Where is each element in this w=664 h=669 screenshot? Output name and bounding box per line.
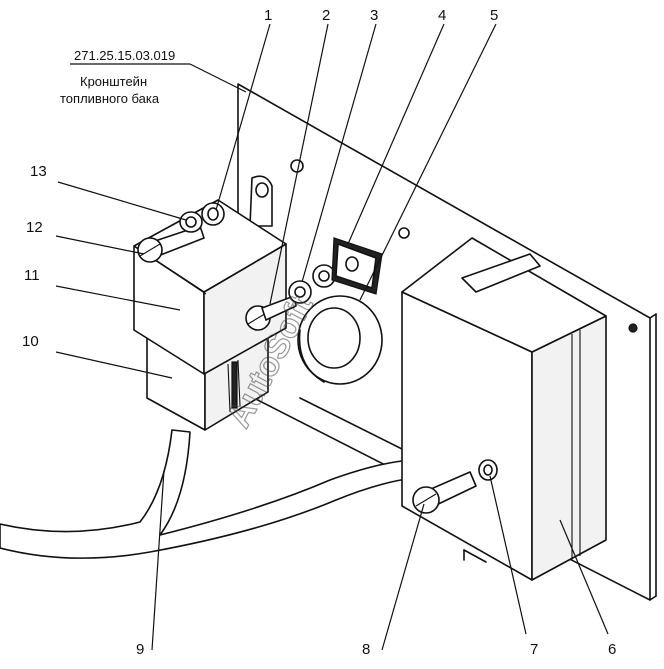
callout-2: 2 bbox=[322, 7, 330, 24]
relay-body bbox=[133, 199, 287, 431]
cable bbox=[0, 397, 415, 559]
callout-8: 8 bbox=[362, 641, 370, 658]
screw-and-washers-top bbox=[137, 202, 225, 263]
callout-13: 13 bbox=[30, 163, 47, 180]
relay-side-screw bbox=[245, 295, 297, 331]
callout-12: 12 bbox=[26, 219, 43, 236]
callout-11: 11 bbox=[24, 267, 40, 284]
part-number: 271.25.15.03.019 bbox=[74, 48, 175, 63]
callout-6: 6 bbox=[608, 641, 616, 658]
callout-1: 1 bbox=[264, 7, 272, 24]
cable-clamp bbox=[297, 237, 383, 385]
callout-9: 9 bbox=[136, 641, 144, 658]
callout-3: 3 bbox=[370, 7, 378, 24]
callout-10: 10 bbox=[22, 333, 39, 350]
relay-mounting-tab bbox=[249, 175, 273, 227]
callout-4: 4 bbox=[438, 7, 446, 24]
box-screw-and-washer bbox=[412, 459, 498, 514]
washers-middle bbox=[288, 264, 336, 304]
leader-lines bbox=[55, 23, 609, 651]
caption-line-2: топливного бака bbox=[60, 91, 160, 106]
callout-5: 5 bbox=[490, 7, 498, 24]
caption-line-1: Кронштейн bbox=[80, 74, 147, 89]
callout-7: 7 bbox=[530, 641, 538, 658]
